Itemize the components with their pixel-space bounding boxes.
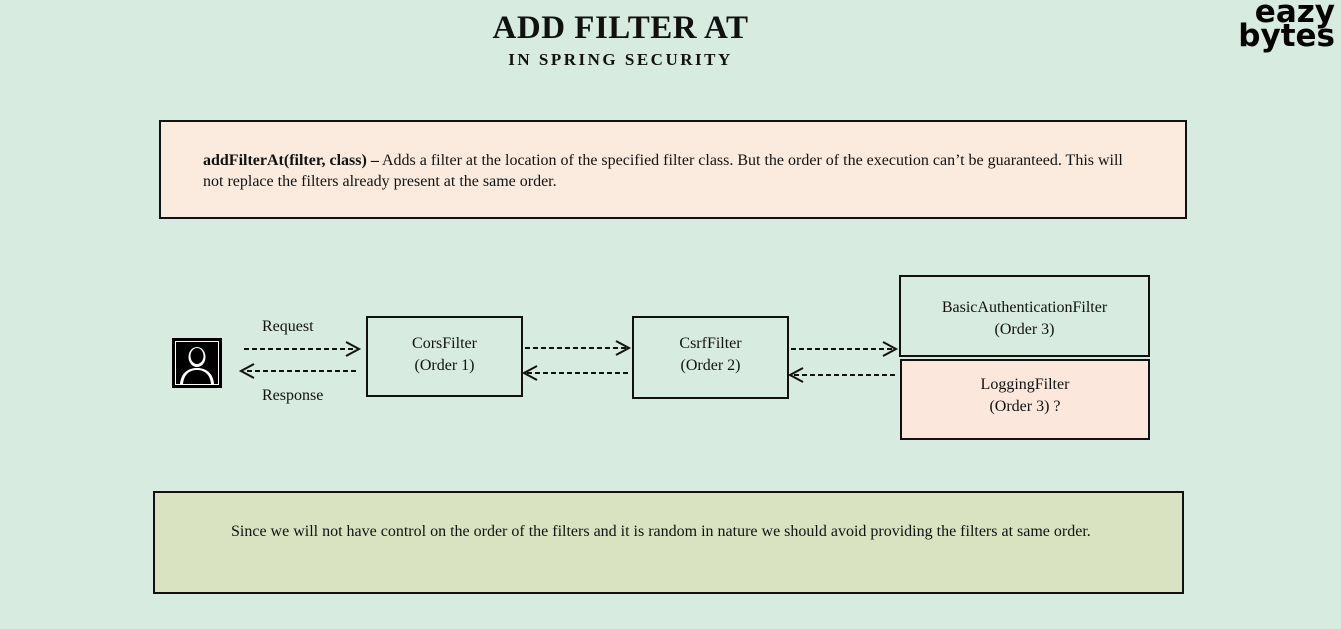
csrf-filter-label: CsrfFilter [679, 335, 742, 352]
cors-to-csrf-arrow-head [615, 340, 632, 356]
csrf-to-basic-arrow-head [882, 341, 899, 357]
cors-filter-label: CorsFilter [412, 335, 477, 352]
logo-line-2: bytes [1238, 18, 1335, 54]
cors-filter-node: CorsFilter (Order 1) [366, 316, 523, 397]
basic-auth-filter-order: (Order 3) [994, 321, 1055, 338]
request-arrow-head [345, 341, 362, 357]
note-box: Since we will not have control on the or… [153, 491, 1184, 594]
csrf-filter-node: CsrfFilter (Order 2) [632, 316, 789, 399]
csrf-filter-order: (Order 2) [680, 357, 741, 374]
page-subtitle: IN SPRING SECURITY [508, 50, 733, 69]
request-label: Request [262, 318, 314, 335]
logging-filter-label: LoggingFilter [980, 376, 1070, 393]
logging-filter-node: LoggingFilter (Order 3) ? [900, 359, 1150, 440]
cors-filter-order: (Order 1) [414, 357, 475, 374]
description-box: addFilterAt(filter, class) – Adds a filt… [159, 120, 1187, 219]
basic-auth-filter-node: BasicAuthenticationFilter (Order 3) [899, 275, 1150, 357]
page-title: ADD FILTER AT [492, 10, 749, 46]
note-text: Since we will not have control on the or… [231, 523, 1091, 540]
logo-line-1: eazy [1254, 0, 1335, 30]
basic-to-csrf-arrow-head [787, 367, 804, 383]
csrf-to-cors-arrow-head [521, 365, 538, 381]
method-signature: addFilterAt(filter, class) – [203, 152, 379, 169]
response-label: Response [262, 387, 324, 404]
description-text: Adds a filter at the location of the spe… [203, 152, 1123, 190]
eazybytes-logo: eazy bytes [1238, 0, 1335, 54]
user-icon [172, 338, 222, 388]
logging-filter-order: (Order 3) ? [989, 398, 1061, 415]
basic-auth-filter-label: BasicAuthenticationFilter [941, 299, 1108, 316]
response-arrow-head [238, 363, 255, 379]
